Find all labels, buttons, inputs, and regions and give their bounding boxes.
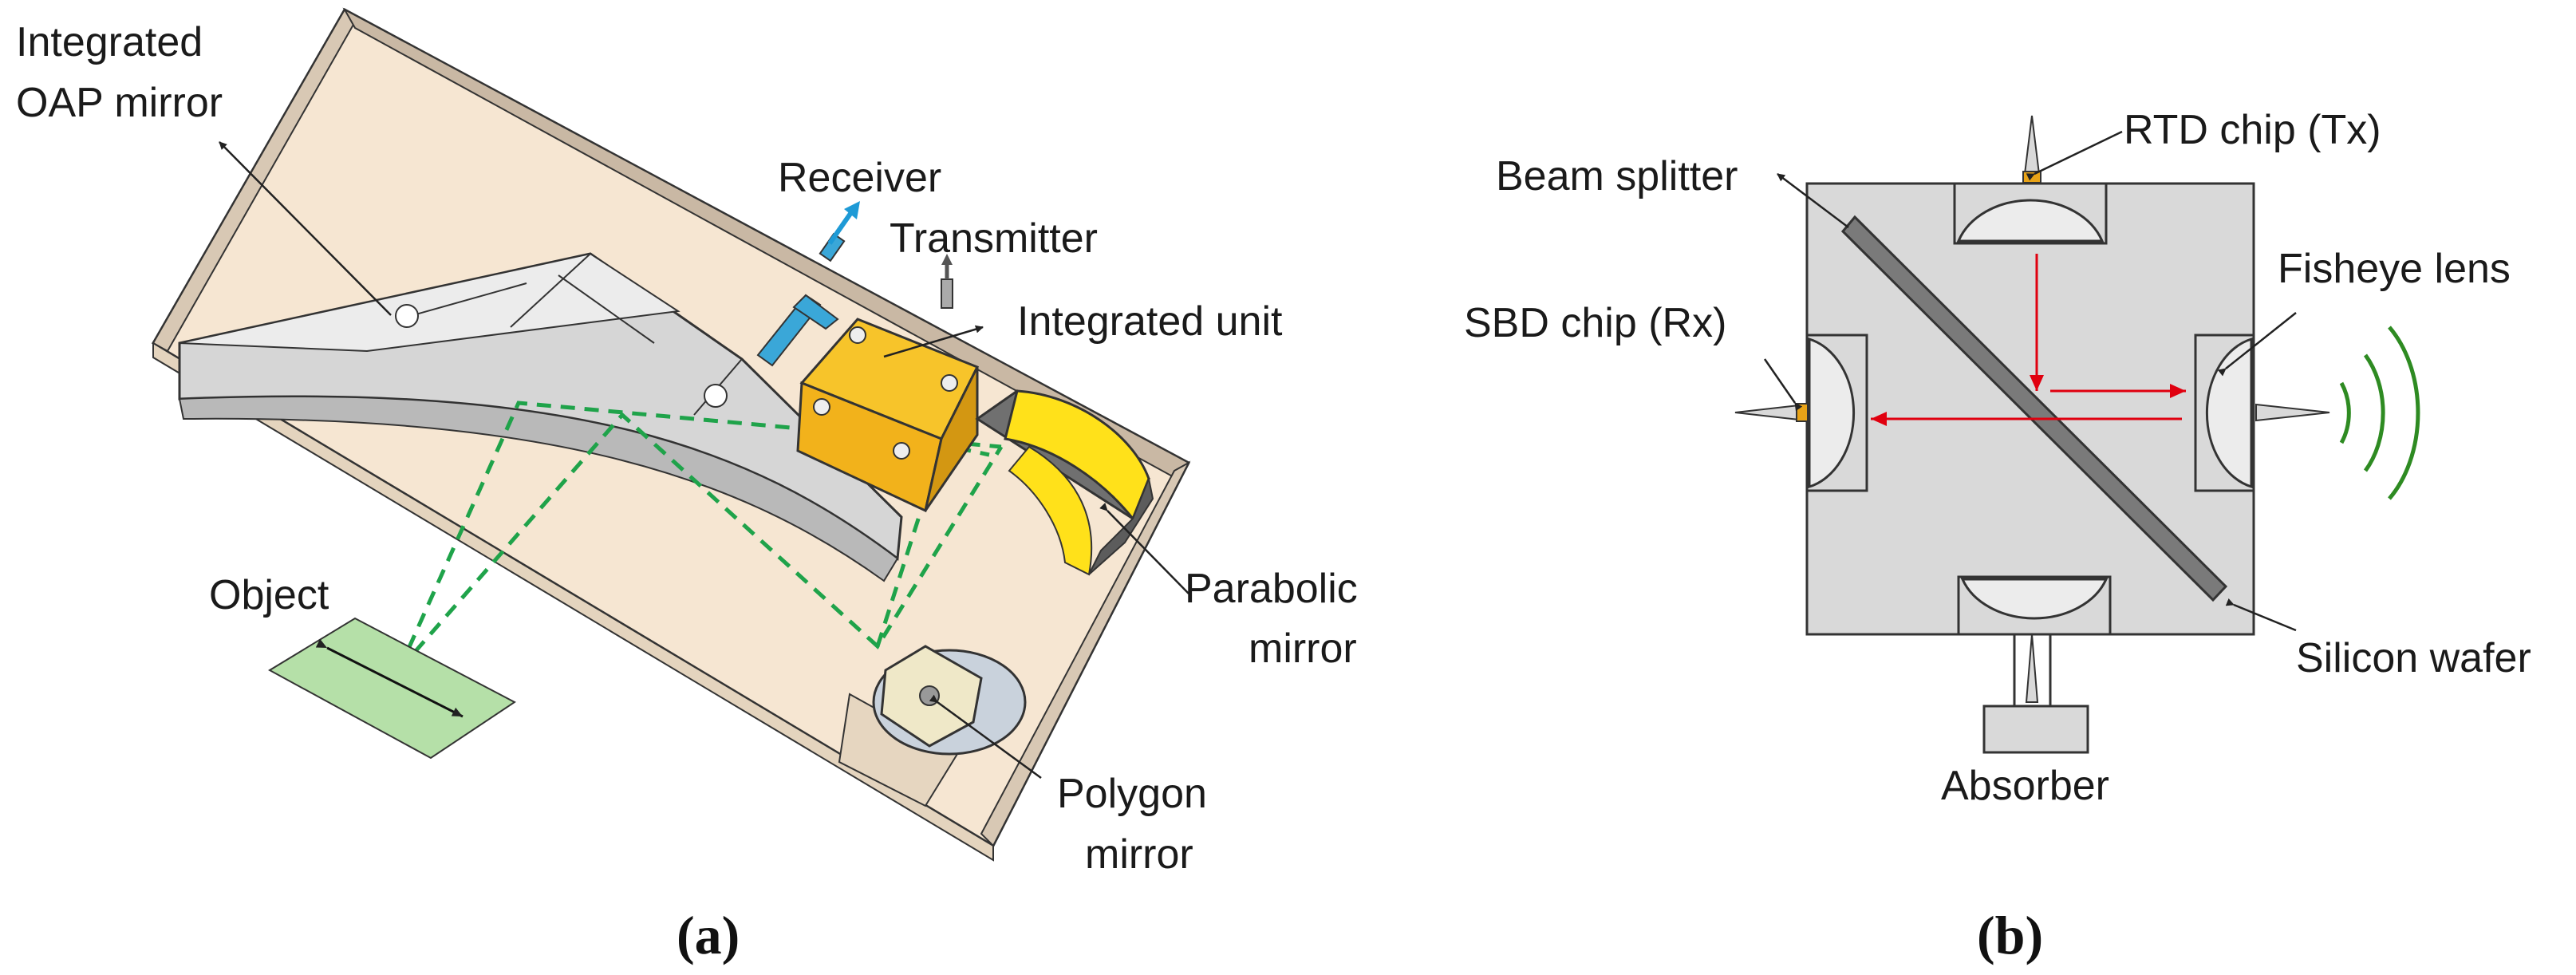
- top-lens: [1953, 182, 2108, 245]
- screw-icon: [395, 304, 419, 328]
- caption-b: (b): [1977, 905, 2043, 965]
- bottom-lens: [1957, 575, 2112, 636]
- panel-b: Beam splitter RTD chip (Tx) Fisheye lens…: [1464, 107, 2531, 965]
- fisheye-lens: [2194, 334, 2255, 492]
- receiver-arrow: [827, 207, 856, 245]
- label-silicon-wafer: Silicon wafer: [2296, 635, 2531, 681]
- label-polygon-line2: mirror: [1085, 831, 1193, 878]
- tx-antenna: [2255, 403, 2330, 422]
- label-transmitter: Transmitter: [890, 215, 1098, 262]
- leader-lines-a: [219, 141, 1189, 780]
- label-beam-splitter: Beam splitter: [1496, 153, 1738, 199]
- absorber-block: [1982, 705, 2089, 754]
- signal-rays: [1871, 254, 2186, 426]
- panel-a: Integrated OAP mirror Receiver Transmitt…: [16, 7, 1358, 965]
- transmitter-arrow-head: [941, 254, 953, 265]
- caption-a: (a): [677, 905, 740, 965]
- label-receiver: Receiver: [778, 155, 941, 201]
- object-plate: [267, 617, 516, 760]
- sbd-chip: [1796, 403, 1809, 422]
- label-oap-line2: OAP mirror: [16, 80, 223, 126]
- rtd-antenna: [2023, 115, 2041, 175]
- label-oap-line1: Integrated: [16, 19, 203, 65]
- label-sbd-chip: SBD chip (Rx): [1464, 300, 1726, 346]
- absorber-antenna: [2025, 634, 2039, 703]
- label-parabolic-line1: Parabolic: [1185, 566, 1358, 612]
- receiver-arrow-head: [844, 201, 860, 219]
- screw-icon: [704, 384, 728, 408]
- label-parabolic-line2: mirror: [1249, 626, 1357, 672]
- label-integrated-unit: Integrated unit: [1017, 298, 1283, 345]
- parabolic-mirror: [975, 389, 1154, 576]
- leader-lines-b: [1763, 130, 2297, 632]
- label-polygon-line1: Polygon: [1057, 771, 1207, 817]
- label-absorber: Absorber: [1941, 763, 2109, 809]
- label-object: Object: [209, 572, 329, 618]
- label-fisheye-lens: Fisheye lens: [2278, 246, 2511, 292]
- integrated-unit: [756, 232, 980, 513]
- label-rtd-chip: RTD chip (Tx): [2124, 107, 2381, 153]
- sbd-antenna: [1734, 404, 1800, 421]
- wave-icon: [2339, 326, 2420, 500]
- silicon-wafer-bar: [1840, 215, 2228, 602]
- left-lens: [1805, 334, 1868, 492]
